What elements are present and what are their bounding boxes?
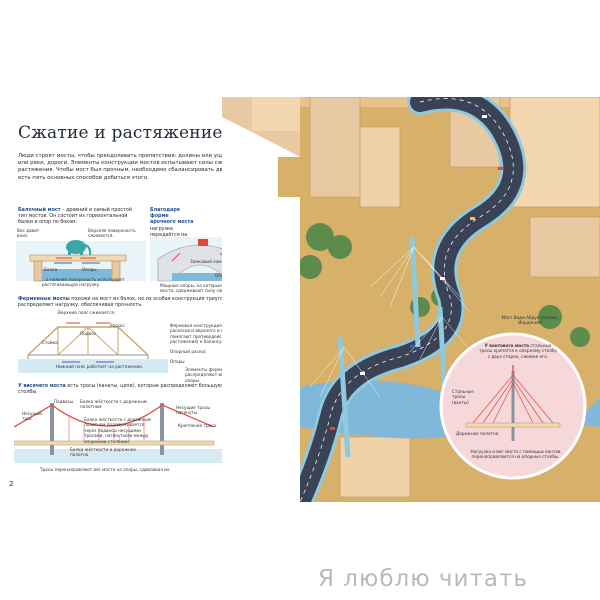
bridge-name-label: Мост Вади Абдун (Амман, Иордания) <box>501 315 559 326</box>
inset-heading-title: У вантового моста <box>484 343 530 348</box>
truss-bridge-diagram <box>18 322 168 373</box>
suspension-tower-right <box>160 403 164 455</box>
cars <box>330 115 503 430</box>
beam-label-weight: Вес давит вниз. <box>17 228 40 239</box>
suspension-tower-left <box>50 403 54 455</box>
truss-deck <box>27 354 149 359</box>
inset-heading-text: стальные тросы крепятся к опорному столб… <box>479 343 557 359</box>
cable-stayed-diagram <box>439 332 587 480</box>
suspension-label-deck: Балка жёсткости с дорожным полотном <box>80 399 147 410</box>
truss-label-supports: Опоры <box>170 359 185 364</box>
beam-deck <box>29 254 127 262</box>
elephant-leg <box>80 250 83 255</box>
suspension-label-girder: Балка жёсткости и дорожное полотно <box>70 447 136 458</box>
inset-label-deck: Дорожное полотно <box>456 431 499 436</box>
truss-label-bottom-chord: Нижний пояс работает на растяжение. <box>56 364 144 369</box>
arch-bridge-diagram <box>150 237 285 282</box>
arch-label-bottom: Мощные опоры, на которые опирается арка … <box>160 283 258 294</box>
suspension-label-carry: Несущие тросы натянуты. <box>176 405 211 416</box>
truss-label-post: Подкос <box>80 331 96 336</box>
truss-label-strut: Стойка <box>42 340 58 345</box>
truss-label-top-chord: Верхний пояс сжимается. <box>58 310 116 315</box>
arch-caption-title: Благодаря форме арочного моста <box>150 208 194 226</box>
beam-label-support: Опоры <box>82 267 97 272</box>
truss-label-support-arrow: Опорный раскос <box>170 349 207 354</box>
left-page-illustration-strip <box>222 97 300 502</box>
suspension-deck <box>14 440 215 446</box>
beam-caption-title: Балочный мост <box>18 208 61 213</box>
beam-caption: Балочный мост – древний и самый простой … <box>18 208 138 227</box>
suspension-bridge-diagram <box>14 403 244 463</box>
inset-cables <box>472 374 554 424</box>
strip-building <box>252 97 300 131</box>
inset-label-cable: Стальные тросы (ванты) <box>452 389 474 405</box>
suspension-label-hangers: Подвесы <box>54 399 74 404</box>
beam-label-beam: Балка <box>44 267 58 272</box>
inset-deck <box>465 422 561 428</box>
inset-heading: У вантового моста стальные тросы крепятс… <box>478 343 558 359</box>
inset-label-load: Нагрузка и вес моста с помощью вантов пе… <box>470 449 561 460</box>
truss-caption-text: похожи на мост из балок, но их особая ко… <box>18 297 284 309</box>
page-number: 2 <box>9 480 14 488</box>
truss-caption: Ферменные мосты похожи на мост из балок,… <box>18 297 288 309</box>
strip-ground <box>278 157 300 197</box>
truss-members <box>57 326 119 356</box>
truss-water <box>18 359 168 373</box>
suspension-label-deck-note: Балка жёсткости с дорожным полотном подд… <box>84 417 151 444</box>
road-lane-line <box>300 98 514 502</box>
beam-label-bottom: ...а нижняя поверхность испытывает растя… <box>42 277 125 288</box>
intro-paragraph: Люди строят мосты, чтобы преодолевать пр… <box>18 153 264 181</box>
beam-river <box>42 269 112 281</box>
suspension-hangers <box>68 417 145 441</box>
suspension-caption-text: есть тросы (канаты, цепи), которые распр… <box>18 384 283 396</box>
arch-compression-arrow <box>171 252 181 262</box>
elephant-trunk <box>84 244 92 256</box>
truck-icon <box>198 239 208 246</box>
truss-caption-title: Ферменные мосты <box>18 297 70 302</box>
suspension-label-cable: Несущий трос <box>22 411 42 422</box>
suspension-caption-title: У висячего моста <box>18 384 66 389</box>
elephant-leg <box>68 250 71 255</box>
suspension-water <box>14 449 244 463</box>
suspension-caption: У висячего моста есть тросы (канаты, цеп… <box>18 384 283 396</box>
beam-label-top: Верхняя поверхность сжимается. <box>88 228 136 239</box>
truss-label-brace: Раскос <box>110 323 125 328</box>
suspension-main-cable <box>14 404 215 428</box>
arch-river <box>172 273 228 281</box>
beam-left-support <box>33 260 43 282</box>
beam-caption-text: – древний и самый простой тип мостов. Он… <box>18 208 132 226</box>
cable-stayed-inset: У вантового моста стальные тросы крепятс… <box>438 331 588 481</box>
suspension-label-bottom: Тросы перенаправляют вес моста на опоры,… <box>40 467 171 472</box>
watermark-text: Я люблю читать <box>318 566 528 592</box>
suspension-label-anchor: Крепление троса <box>178 423 217 428</box>
arch-label-keystone: Замковый камень <box>190 259 230 264</box>
page-title: Сжатие и растяжение <box>18 123 223 143</box>
beam-bridge-diagram <box>16 240 146 282</box>
